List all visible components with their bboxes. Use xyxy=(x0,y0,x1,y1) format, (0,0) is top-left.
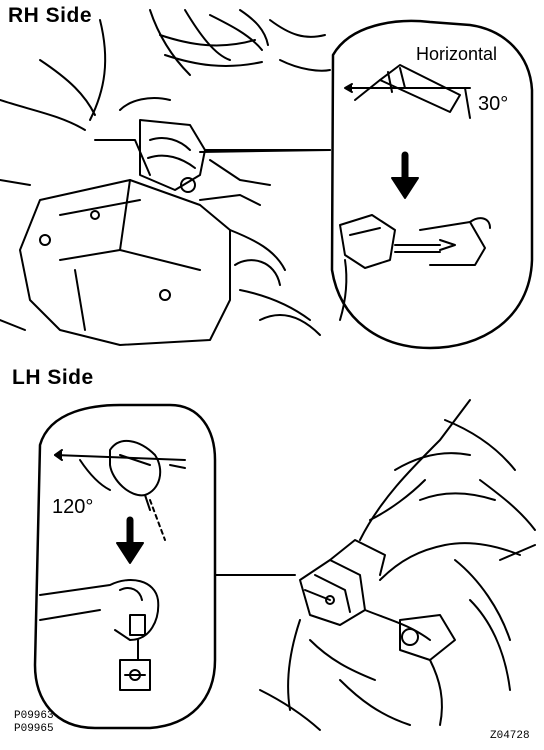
lh-detail-inset xyxy=(33,403,217,730)
horizontal-label: Horizontal xyxy=(416,44,498,64)
rh-side-heading: RH Side xyxy=(8,4,93,27)
figure-id: Z04728 xyxy=(490,730,530,742)
part-code-1: P09963 xyxy=(14,710,54,722)
part-code-2: P09965 xyxy=(14,723,54,735)
lh-angle-label: 120° xyxy=(52,496,94,518)
rh-detail-inset xyxy=(199,19,534,350)
rh-engine-drawing xyxy=(0,9,331,346)
lh-engine-drawing xyxy=(214,399,536,731)
lh-side-heading: LH Side xyxy=(12,366,94,389)
rh-angle-label: 30° xyxy=(478,93,509,115)
